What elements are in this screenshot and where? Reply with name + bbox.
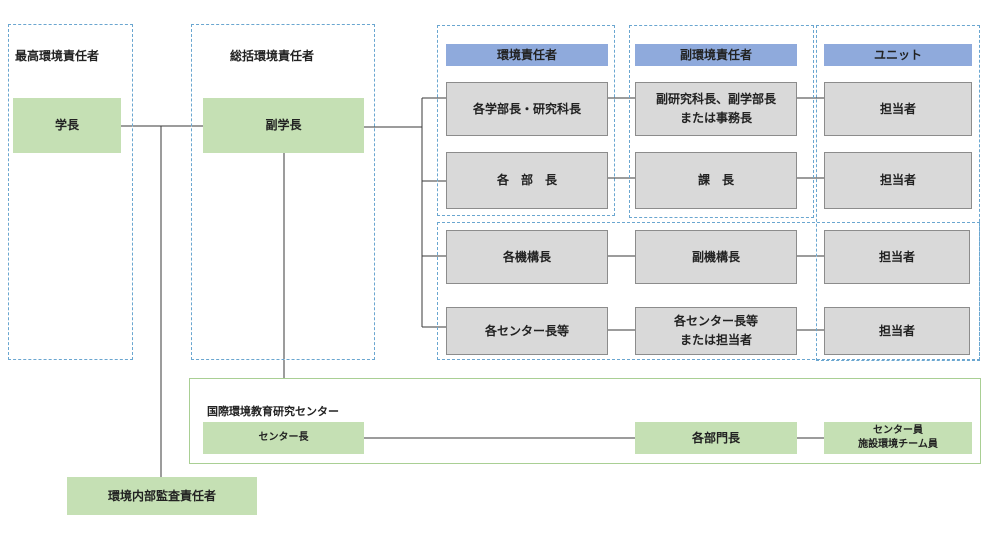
vice-env-officer-header: 副環境責任者 (635, 44, 797, 66)
center-director-node: センター長 (203, 422, 364, 454)
org-heads-node: 各機構長 (446, 230, 608, 284)
internal-auditor-node: 環境内部監査責任者 (67, 477, 257, 515)
center-heads-node: 各センター長等 (446, 307, 608, 355)
unit-frame (816, 25, 980, 361)
vice-president-node: 副学長 (203, 98, 364, 153)
center-staff-gray-node: 担当者 (824, 307, 970, 355)
center-frame (189, 378, 981, 464)
env-officer-frame (437, 25, 615, 216)
center-members-node: センター員 施設環境チーム員 (824, 422, 972, 454)
vice-deans-node: 副研究科長、副学部長 または事務長 (635, 82, 797, 136)
top-officer-label: 最高環境責任者 (15, 49, 100, 63)
general-officer-label: 総括環境責任者 (230, 49, 315, 63)
general-officer-frame (191, 24, 375, 360)
org-staff-node: 担当者 (824, 230, 970, 284)
unit-header: ユニット (824, 44, 972, 66)
division-heads-node: 各部門長 (635, 422, 797, 454)
organization-frame (437, 222, 980, 360)
env-officer-header: 環境責任者 (446, 44, 608, 66)
vice-org-heads-node: 副機構長 (635, 230, 797, 284)
center-label: 国際環境教育研究センター (207, 405, 339, 418)
president-node: 学長 (13, 98, 121, 153)
center-heads-vice-node: 各センター長等 または担当者 (635, 307, 797, 355)
unit-staff-node-2: 担当者 (824, 152, 972, 209)
section-chiefs-node: 課 長 (635, 152, 797, 209)
unit-staff-node-1: 担当者 (824, 82, 972, 136)
vice-env-officer-frame (629, 25, 814, 218)
deans-node: 各学部長・研究科長 (446, 82, 608, 136)
top-officer-frame (8, 24, 133, 360)
department-heads-node: 各 部 長 (446, 152, 608, 209)
